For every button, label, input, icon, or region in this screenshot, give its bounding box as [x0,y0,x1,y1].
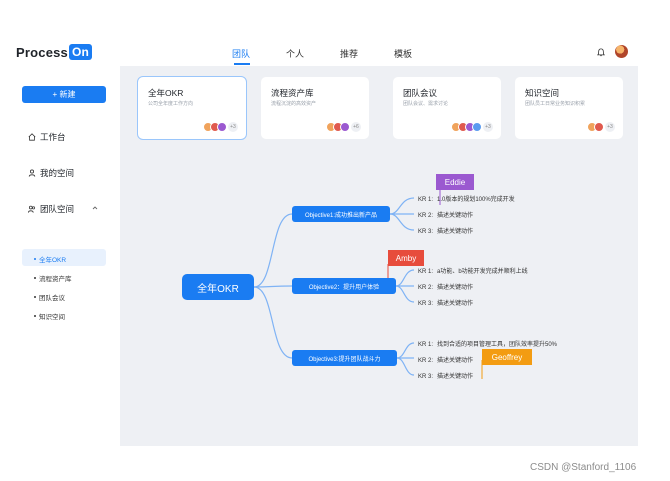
more-members-badge: +3 [228,122,238,132]
logo-text: Process [16,44,68,60]
mindmap-root-node[interactable]: 全年OKR [182,274,254,300]
space-card-knowledge[interactable]: 知识空间 团队员工日常业务知识积累 +3 [514,76,624,140]
kr-item[interactable]: KR 2:描述关键动作 [418,355,473,364]
home-icon [28,133,36,141]
bullet [34,296,36,298]
kr-text: 1.0版本的规划100%完成开发 [437,197,515,203]
watermark: CSDN @Stanford_1106 [530,462,637,473]
tab-personal[interactable]: 个人 [286,49,305,59]
member-avatars: +3 [587,122,615,132]
more-members-badge: +3 [605,122,615,132]
objective-node-2[interactable]: Objective2：提升用户体验 [292,278,396,294]
tab-team[interactable]: 团队 [232,49,251,59]
kr-text: a功能、b功能开发完成并顺利上线 [437,269,528,275]
card-subtitle: 公司全年度工作方向 [148,101,194,107]
kr-key: KR 3: [418,229,434,235]
kr-text: 描述关键动作 [437,374,474,380]
objective-node-3[interactable]: Objective3:提升团队战斗力 [292,350,397,366]
collaborator-tag-geoffrey: Geoffrey [482,349,532,365]
kr-text: 描述关键动作 [437,213,474,219]
kr-key: KR 2: [418,358,434,364]
kr-key: KR 1: [418,342,434,348]
space-card-process[interactable]: 流程资产库 流程沉淀的高效资产 +6 [260,76,370,140]
avatar [340,122,350,132]
kr-key: KR 1: [418,197,434,203]
card-subtitle: 流程沉淀的高效资产 [271,101,317,107]
space-card-meeting[interactable]: 团队会议 团队会议、需求讨论 +3 [392,76,502,140]
kr-item[interactable]: KR 1:找到合适的项目管理工具，团队效率提升50% [418,339,557,348]
kr-item[interactable]: KR 3:描述关键动作 [418,226,473,235]
kr-text: 找到合适的项目管理工具，团队效率提升50% [437,342,558,348]
avatar [594,122,604,132]
logo-box: On [69,44,93,60]
chevron-up-icon[interactable] [92,205,98,211]
kr-key: KR 2: [418,285,434,291]
tab-recommend[interactable]: 推荐 [340,49,359,59]
sidebar-subitem-label: 团队会议 [39,295,65,302]
sidebar-item-team-space[interactable]: 团队空间 [28,203,74,215]
sidebar-item-label: 工作台 [40,132,66,142]
sidebar-subitem-label: 知识空间 [39,314,65,321]
space-card-okr[interactable]: 全年OKR 公司全年度工作方向 +3 [137,76,247,140]
card-subtitle: 团队员工日常业务知识积累 [525,101,586,107]
bullet [34,277,36,279]
user-icon [28,169,36,177]
card-title: 团队会议 [403,88,438,98]
user-avatar[interactable] [615,45,628,58]
tab-templates[interactable]: 模板 [394,49,413,59]
kr-item[interactable]: KR 2:描述关键动作 [418,282,473,291]
member-avatars: +3 [203,122,238,132]
objective-node-1[interactable]: Objective1:成功推出新产品 [292,206,390,222]
avatar [472,122,482,132]
bullet [34,258,36,260]
bullet [34,315,36,317]
sidebar-subitem-knowledge[interactable]: 知识空间 [34,311,65,321]
kr-key: KR 3: [418,374,434,380]
sidebar-subitem-team-meeting[interactable]: 团队会议 [34,292,65,302]
sidebar: + 新建 工作台 我的空间 团队空间 全年OKR 流程资产库 团队会议 知识空间 [8,66,120,446]
active-tab-indicator [234,63,250,65]
kr-item[interactable]: KR 2:描述关键动作 [418,210,473,219]
sidebar-item-workbench[interactable]: 工作台 [28,131,66,143]
team-icon [28,205,36,213]
sidebar-item-my-space[interactable]: 我的空间 [28,167,74,179]
member-avatars: +6 [326,122,361,132]
more-members-badge: +3 [483,122,493,132]
collaborator-tag-amby: Amby [388,250,424,266]
kr-text: 描述关键动作 [437,301,474,307]
kr-key: KR 1: [418,269,434,275]
card-title: 全年OKR [148,88,184,98]
sidebar-item-label: 团队空间 [40,204,75,214]
bell-icon[interactable] [597,48,605,57]
kr-text: 描述关键动作 [437,358,474,364]
kr-text: 描述关键动作 [437,285,474,291]
kr-item[interactable]: KR 3:描述关键动作 [418,371,473,380]
card-title: 流程资产库 [271,88,314,98]
sidebar-subitem-label: 全年OKR [39,257,67,264]
main-area: 全年OKR 公司全年度工作方向 +3 流程资产库 流程沉淀的高效资产 +6 团队… [120,66,638,446]
sidebar-subitem-label: 流程资产库 [39,276,72,283]
kr-item[interactable]: KR 1:a功能、b功能开发完成并顺利上线 [418,266,528,275]
more-members-badge: +6 [351,122,361,132]
collaborator-tag-eddie: Eddie [436,174,474,190]
kr-item[interactable]: KR 1:1.0版本的规划100%完成开发 [418,194,515,203]
avatar [217,122,227,132]
sidebar-item-label: 我的空间 [40,168,75,178]
active-sub-item-highlight [22,249,106,266]
kr-item[interactable]: KR 3:描述关键动作 [418,298,473,307]
new-button[interactable]: + 新建 [22,86,106,103]
sidebar-subitem-process-assets[interactable]: 流程资产库 [34,273,72,283]
card-subtitle: 团队会议、需求讨论 [403,101,449,107]
kr-text: 描述关键动作 [437,229,474,235]
kr-key: KR 2: [418,213,434,219]
card-title: 知识空间 [525,88,560,98]
member-avatars: +3 [451,122,493,132]
sidebar-subitem-okr[interactable]: 全年OKR [34,254,66,264]
kr-key: KR 3: [418,301,434,307]
